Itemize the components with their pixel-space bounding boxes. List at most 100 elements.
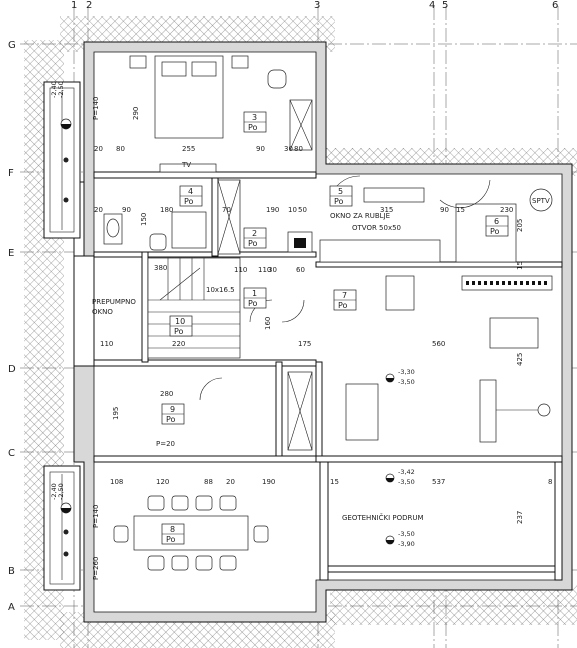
dimensions: 290 20 80 255 90 30 80 20 90 180 150 70 … [92,97,552,580]
svg-text:8: 8 [548,478,552,486]
svg-text:Po: Po [166,415,176,424]
svg-text:90: 90 [122,206,131,214]
svg-text:30: 30 [284,145,293,153]
svg-text:108: 108 [110,478,123,486]
svg-text:110: 110 [258,266,271,274]
svg-text:205: 205 [516,219,524,232]
svg-text:425: 425 [516,353,524,366]
svg-text:Po: Po [248,123,258,132]
svg-text:150: 150 [140,213,148,226]
room-tag: 3Po [243,111,267,133]
svg-text:P=260: P=260 [92,557,100,580]
svg-text:280: 280 [160,390,173,398]
svg-text:-3,90: -3,90 [398,540,415,548]
svg-text:-3,50: -3,50 [398,478,415,486]
svg-text:5: 5 [338,187,343,196]
svg-text:Po: Po [174,327,184,336]
svg-text:-2,50: -2,50 [57,483,65,500]
svg-text:Po: Po [334,197,344,206]
svg-text:237: 237 [516,511,524,524]
svg-text:537: 537 [432,478,445,486]
svg-text:Po: Po [166,535,176,544]
column-axis-label: 2 [86,0,92,11]
svg-text:560: 560 [432,340,445,348]
svg-text:Po: Po [338,301,348,310]
laundry-chute-label: OKNO ZA RUBLJE [330,212,390,220]
svg-text:20: 20 [94,145,103,153]
svg-text:2: 2 [252,229,257,238]
light-well-bottom [43,465,81,591]
svg-text:180: 180 [160,206,173,214]
level-marker: -2,40 -2,50 [50,81,65,98]
bedroom-furniture [129,55,313,173]
stair-label: 10x16.5 [206,286,235,294]
svg-text:-3,30: -3,30 [398,368,415,376]
gym-equipment [345,275,553,443]
svg-text:9: 9 [170,405,175,414]
pump-well-label: OKNO [92,308,113,316]
svg-text:90: 90 [256,145,265,153]
row-axis-label: G [8,40,16,51]
level-marker: -3,30 -3,50 [385,368,415,386]
svg-text:120: 120 [156,478,169,486]
svg-text:8: 8 [170,525,175,534]
svg-text:4: 4 [188,187,193,196]
svg-text:20: 20 [94,206,103,214]
svg-text:110: 110 [100,340,113,348]
svg-text:P=20: P=20 [156,440,175,448]
svg-text:Po: Po [184,197,194,206]
svg-text:30: 30 [268,266,277,274]
opening-label: OTVOR 50x50 [352,224,401,232]
svg-text:1: 1 [252,289,257,298]
svg-text:-3,50: -3,50 [398,378,415,386]
pump-well-label: PREPUMPNO [92,298,136,306]
level-marker: -2,40 -2,50 [50,483,65,500]
room-tag: 8Po [161,523,185,545]
room-tag: 9Po [161,403,185,425]
svg-text:315: 315 [380,206,393,214]
geotechnical-basement-label: GEOTEHNIČKI PODRUM [342,513,424,522]
tv-label: TV [181,161,191,169]
svg-text:80: 80 [294,145,303,153]
service-furniture [103,179,553,263]
svg-text:160: 160 [264,317,272,330]
row-axis-label: D [8,364,16,375]
svg-text:-3,50: -3,50 [398,530,415,538]
level-markers: -3,30 -3,50 -3,42-3,50 -3,50 -3,90 -2,40 -… [50,81,415,548]
level-marker: -3,42-3,50 [385,468,415,486]
light-well-top [43,81,81,239]
svg-text:15: 15 [330,478,339,486]
svg-text:P=140: P=140 [92,505,100,528]
column-axis-label: 3 [314,0,320,11]
column-axis-label: 4 [429,0,435,11]
level-marker: -3,50 -3,90 [385,530,415,548]
svg-text:90: 90 [440,206,449,214]
column-axis-label: 5 [442,0,448,11]
svg-text:6: 6 [494,217,499,226]
sptv-label: SPTV [532,197,550,205]
svg-text:290: 290 [132,107,140,120]
axis-labels: 1 2 3 4 5 6 G F E D C B A [8,0,558,613]
room-tag: 2Po [243,227,267,249]
room-tag: 5Po [329,185,353,207]
svg-text:230: 230 [500,206,513,214]
svg-text:15: 15 [516,261,524,270]
dining-set [113,495,269,571]
svg-text:255: 255 [182,145,195,153]
svg-text:10: 10 [175,317,185,326]
staircase [147,257,241,359]
svg-text:190: 190 [262,478,275,486]
svg-text:-2,50: -2,50 [57,81,65,98]
svg-text:15: 15 [456,206,465,214]
svg-text:Po: Po [490,227,500,236]
row-axis-label: F [8,168,14,179]
svg-text:220: 220 [172,340,185,348]
svg-text:380: 380 [154,264,167,272]
row-axis-label: E [8,248,14,259]
room-tag: 6Po [485,215,509,237]
column-axis-label: 1 [71,0,77,11]
svg-text:3: 3 [252,113,257,122]
